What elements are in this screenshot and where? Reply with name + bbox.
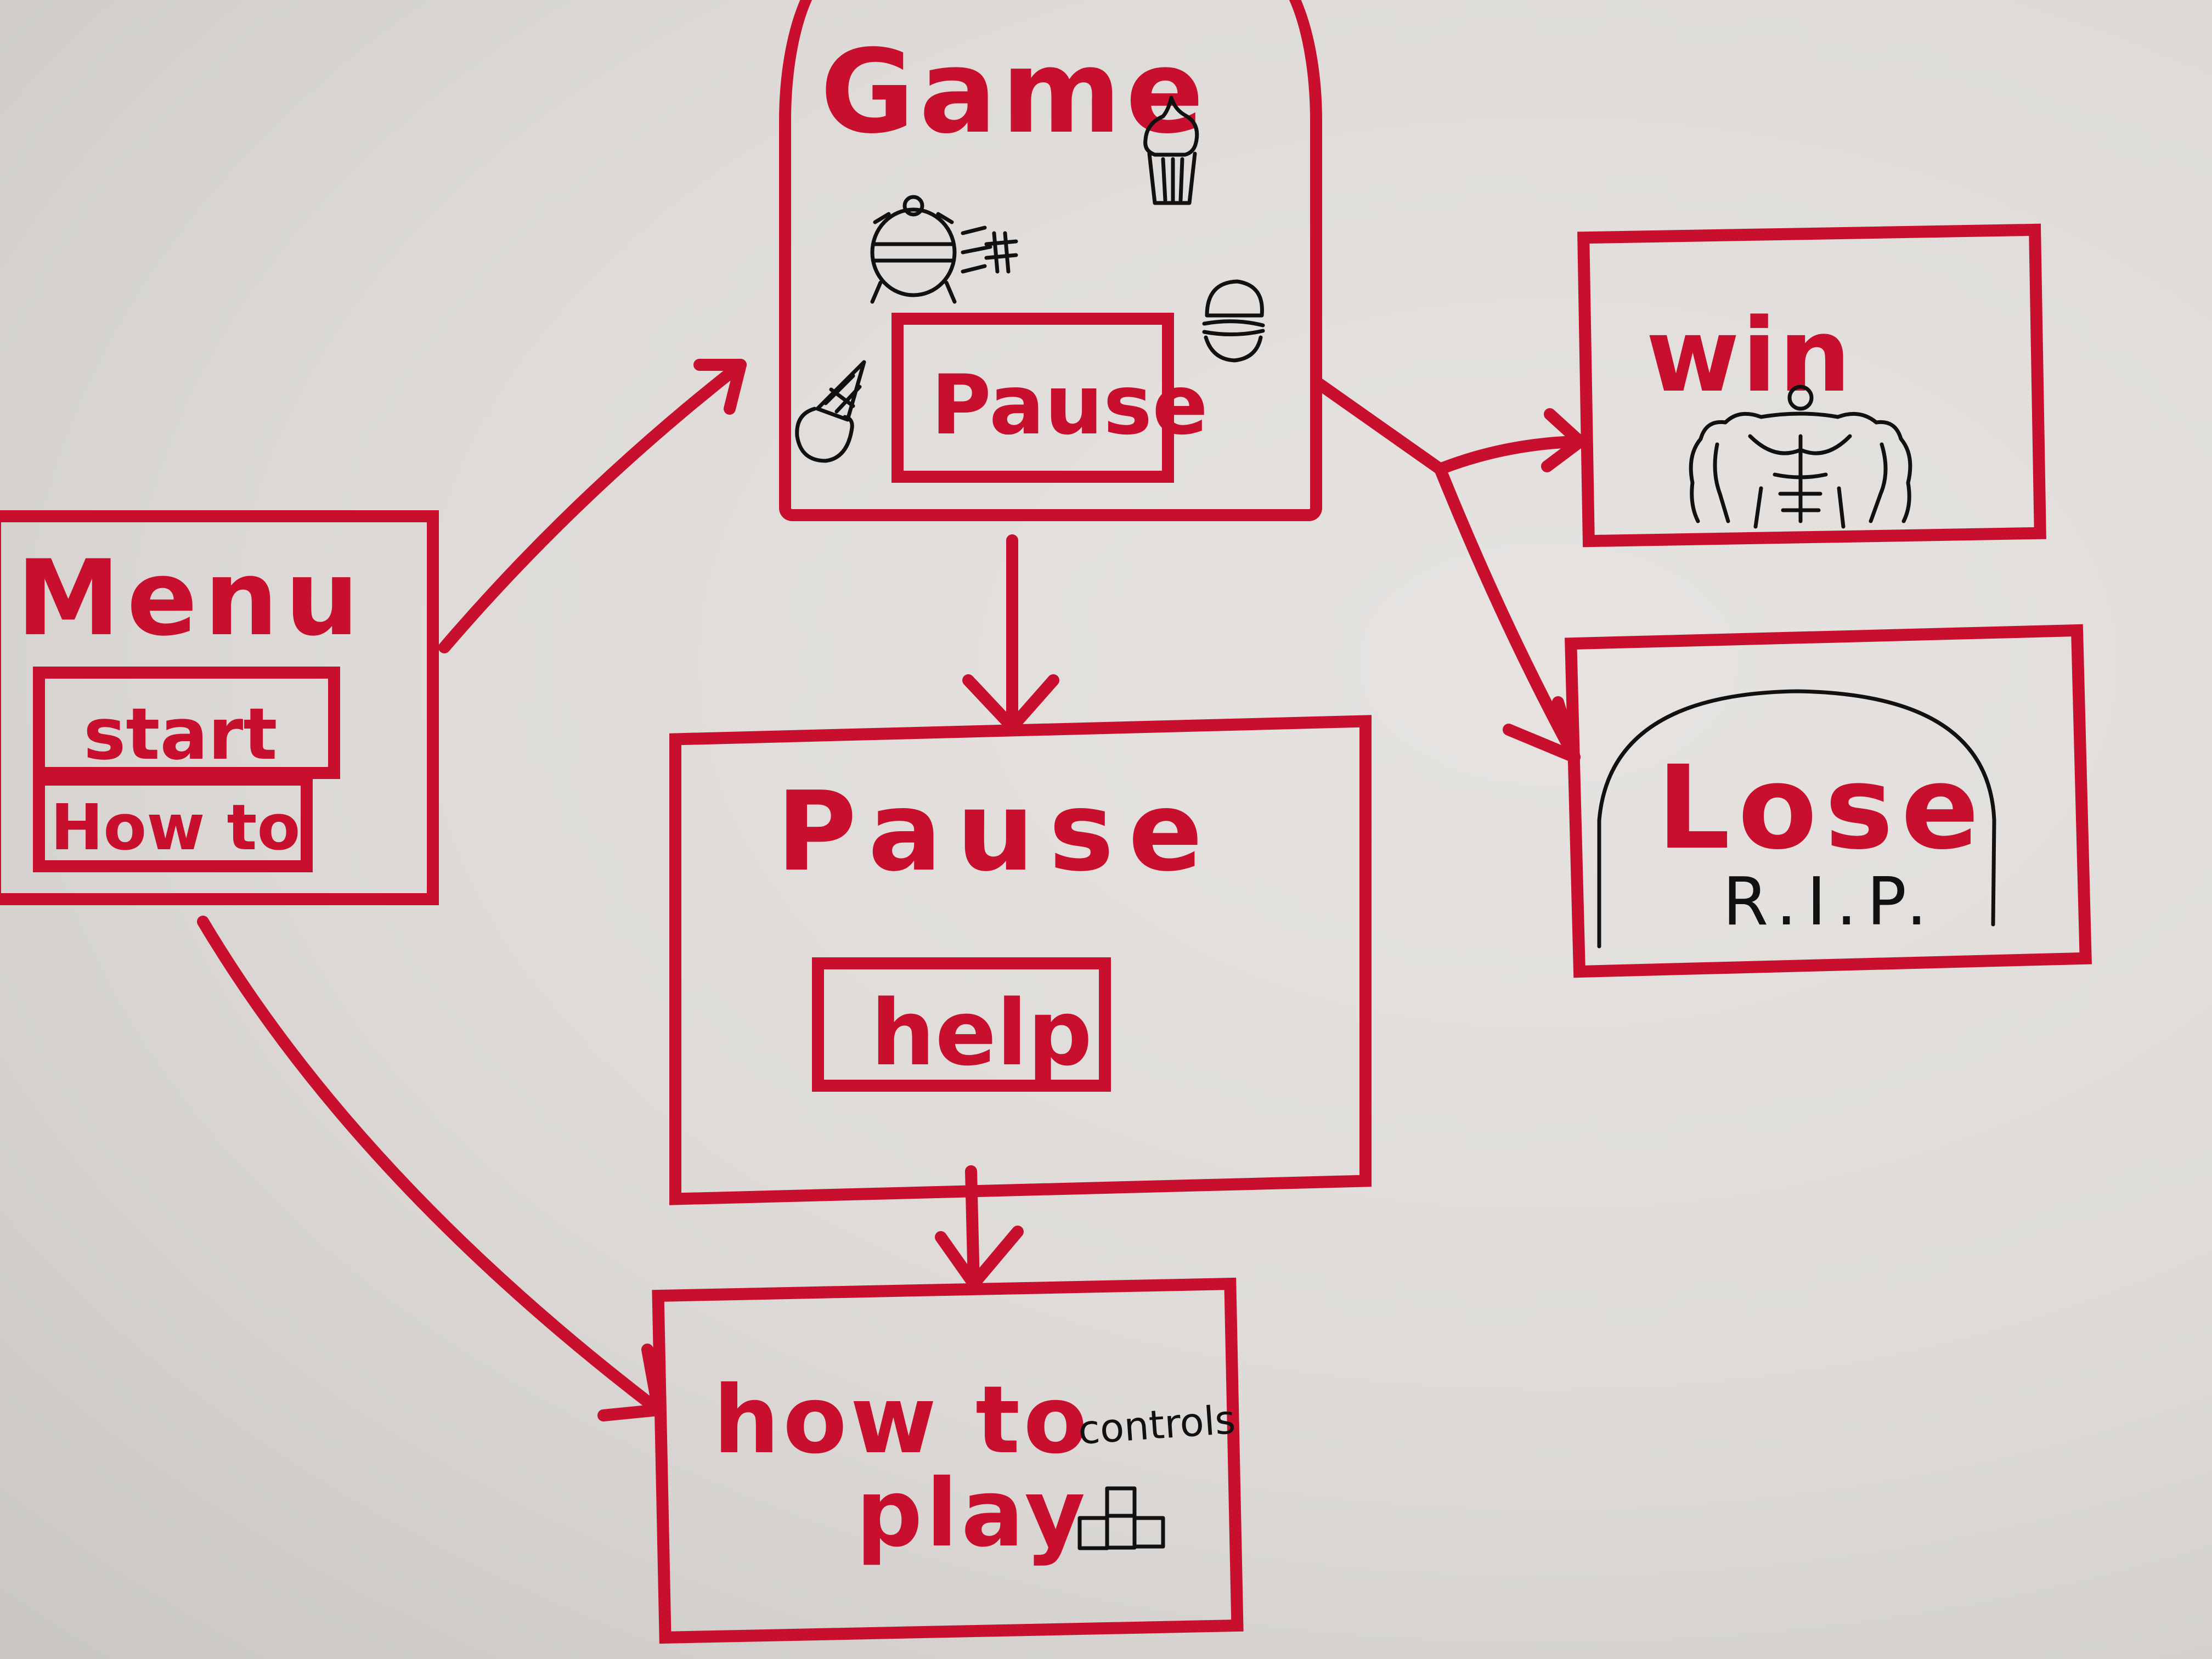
- menu-howto-label: How to: [50, 791, 301, 865]
- arrowhead-branch-to-lose: [1503, 696, 1581, 763]
- arrowhead-menu-to-howtoplay: [597, 1344, 664, 1421]
- arrowhead-menu-to-game: [693, 359, 747, 415]
- game-title: Game: [820, 25, 1209, 159]
- arrowhead-pause-to-howtoplay: [935, 1226, 1024, 1290]
- cupcake-icon: [1141, 93, 1201, 208]
- ice-cream-cone-icon: [793, 359, 867, 466]
- menu-start-label: start: [83, 692, 278, 776]
- edge-game-to-branch: [1313, 378, 1446, 475]
- tombstone-icon: [1594, 683, 2000, 949]
- menu-node: [0, 510, 439, 905]
- edge-pause-to-howtoplay: [965, 1165, 980, 1290]
- game-pause-label: Pause: [931, 358, 1208, 453]
- muscle-man-icon: [1679, 384, 1920, 535]
- edge-branch-to-lose: [1434, 463, 1581, 763]
- lose-epitaph: R.I.P.: [1723, 864, 1937, 940]
- edge-menu-to-howtoplay: [197, 916, 664, 1416]
- howtoplay-line1: how to: [713, 1366, 1091, 1475]
- win-title: win: [1646, 296, 1854, 415]
- menu-howto-button[interactable]: How to: [33, 774, 313, 872]
- game-pause-button[interactable]: Pause: [891, 313, 1208, 483]
- arrowhead-branch-to-win: [1541, 408, 1586, 472]
- arrowhead-game-to-pause: [962, 674, 1059, 733]
- lose-title: Lose: [1657, 741, 1987, 875]
- menu-start-button[interactable]: start: [33, 667, 340, 779]
- game-node: [779, 0, 1322, 521]
- howtoplay-line2: play: [856, 1459, 1089, 1568]
- pause-help-button[interactable]: help: [812, 957, 1111, 1092]
- burger-icon: [1196, 277, 1267, 365]
- menu-title: Menu: [16, 538, 366, 659]
- arrow-keys-icon: [1075, 1484, 1169, 1555]
- bomb-character-icon: [867, 195, 1020, 310]
- edge-branch-to-win: [1434, 436, 1581, 475]
- pause-title: Pause: [776, 768, 1217, 896]
- edge-menu-to-game: [438, 359, 747, 653]
- pause-help-label: help: [871, 980, 1093, 1086]
